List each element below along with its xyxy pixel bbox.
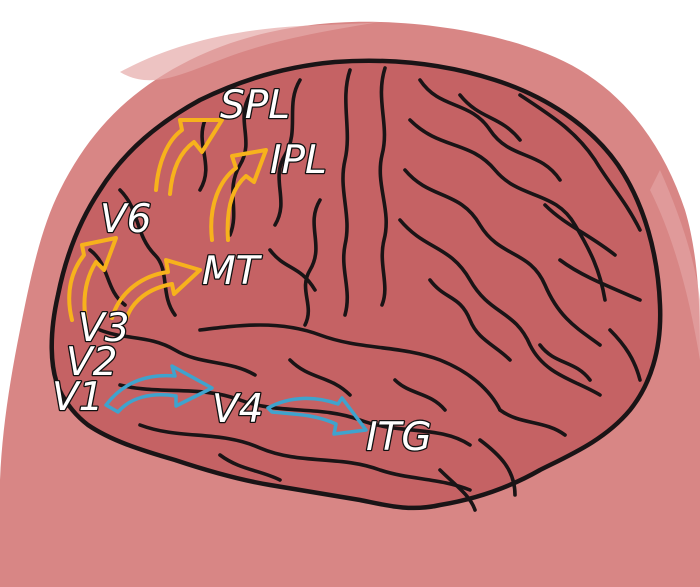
dorsal-arrow-v3-v6	[67, 236, 118, 324]
label-mt: MT	[202, 249, 263, 294]
ventral-arrow-v1-v4	[104, 364, 214, 414]
dorsal-arrow-v3-mt	[110, 258, 202, 322]
ventral-stream-arrows	[104, 364, 368, 436]
dorsal-arrow-mt-ipl	[209, 148, 268, 242]
dorsal-stream-arrows	[67, 118, 268, 324]
label-v3: V3	[78, 306, 130, 351]
label-v6: V6	[100, 197, 152, 242]
label-v4: V4	[212, 387, 264, 432]
label-itg: ITG	[366, 415, 432, 460]
dorsal-arrow-v6-spl	[154, 118, 224, 196]
ventral-arrow-v4-itg	[266, 396, 368, 436]
label-spl: SPL	[220, 83, 290, 128]
label-ipl: IPL	[270, 138, 327, 183]
label-v2: V2	[66, 340, 118, 385]
head-side-highlight	[650, 170, 700, 360]
head-highlight	[120, 22, 380, 81]
label-v1: V1	[52, 375, 104, 420]
